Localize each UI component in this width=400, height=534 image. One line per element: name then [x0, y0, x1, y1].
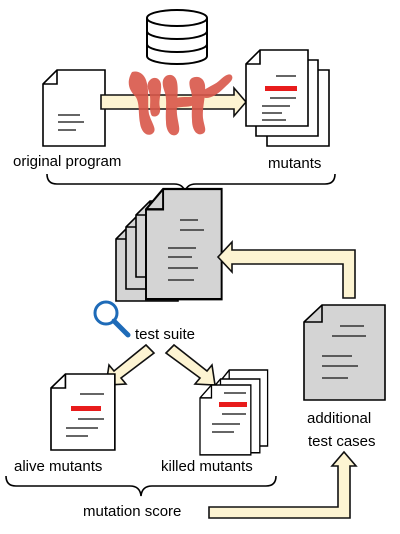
to-alive-arrow [105, 343, 156, 386]
magnifier-icon [93, 300, 131, 338]
additional-test-cases-document [303, 304, 386, 401]
score-brace [5, 475, 277, 497]
mutation-score-label: mutation score [83, 503, 182, 520]
additional-test-cases-label-line1: additional [307, 410, 372, 427]
original-program-document [42, 69, 106, 147]
add-to-suite-arrow [216, 239, 356, 299]
mutants-stack [245, 49, 330, 147]
mutation-operator-icon [128, 71, 233, 136]
alive-mutants-label: alive mutants [14, 458, 103, 475]
killed-mutants-label: killed mutants [161, 458, 253, 475]
test-suite-label: test suite [135, 326, 196, 343]
additional-test-cases-label-line2: test cases [308, 433, 376, 450]
mutation-mark [71, 406, 101, 411]
original-program-label: original program [13, 153, 122, 170]
mutation-mark [265, 86, 297, 91]
killed-mutants-stack [199, 369, 269, 456]
to-killed-arrow [164, 343, 216, 386]
mutation-mark [219, 402, 247, 407]
test-suite-stack [115, 187, 223, 302]
mutants-label: mutants [268, 155, 322, 172]
score-to-additional-arrow [208, 450, 358, 519]
alive-mutants-document [50, 373, 116, 451]
database-icon [146, 9, 208, 65]
